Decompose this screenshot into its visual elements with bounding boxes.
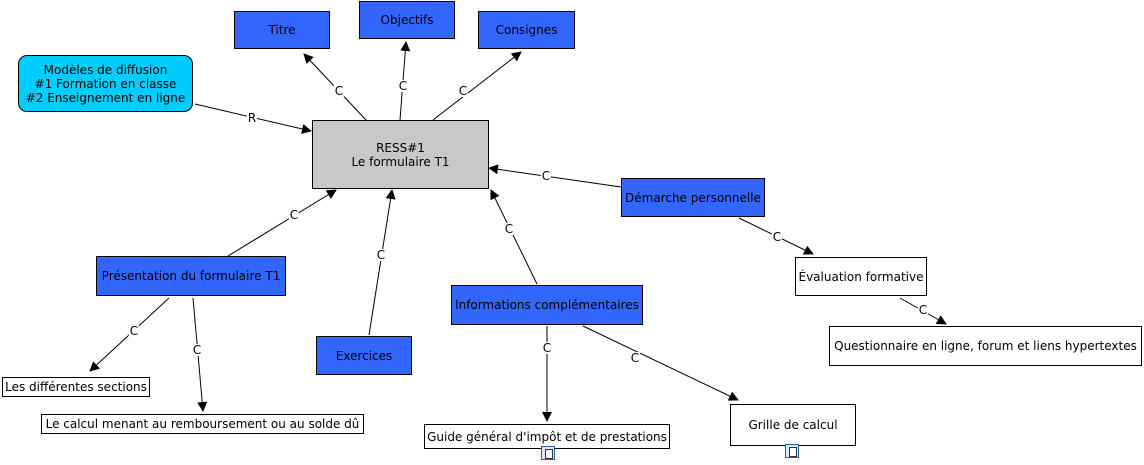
document-icon[interactable]	[785, 444, 799, 458]
link-label-center-objectifs: C	[397, 79, 409, 93]
node-exercices[interactable]: Exercices	[316, 336, 412, 375]
link-demarche-center	[488, 164, 622, 188]
node-titre[interactable]: Titre	[234, 11, 330, 49]
link-label-evaluation-questionnaire: C	[917, 303, 929, 317]
node-presentation-formulaire[interactable]: Présentation du formulaire T1	[96, 256, 286, 296]
link-label-presentation-center: C	[288, 208, 300, 222]
node-grille-calcul[interactable]: Grille de calcul	[730, 404, 856, 446]
link-label-exercices-center: C	[375, 248, 387, 262]
link-label-demarche-center: C	[540, 169, 552, 183]
node-modeles-diffusion[interactable]: Modèles de diffusion #1 Formation en cla…	[18, 55, 193, 112]
node-informations-complementaires[interactable]: Informations complémentaires	[451, 285, 643, 325]
link-informations-grille	[582, 325, 739, 401]
link-label-presentation-calcul: C	[191, 343, 203, 357]
link-label-informations-grille: C	[629, 351, 641, 365]
link-label-center-titre: C	[333, 84, 345, 98]
node-demarche-personnelle[interactable]: Démarche personnelle	[621, 178, 765, 217]
link-label-center-consignes: C	[457, 84, 469, 98]
node-objectifs[interactable]: Objectifs	[359, 1, 455, 39]
node-differentes-sections[interactable]: Les différentes sections	[2, 377, 150, 397]
node-questionnaire[interactable]: Questionnaire en ligne, forum et liens h…	[829, 326, 1142, 366]
node-consignes[interactable]: Consignes	[478, 11, 575, 49]
node-evaluation-formative[interactable]: Évaluation formative	[795, 257, 927, 296]
link-label-modeles-center: R	[246, 111, 258, 125]
link-center-consignes	[432, 51, 522, 121]
node-calcul-remboursement[interactable]: Le calcul menant au remboursement ou au …	[41, 414, 364, 434]
node-guide-general[interactable]: Guide général d'impôt et de prestations	[424, 424, 670, 449]
link-informations-center	[490, 189, 538, 285]
link-exercices-center	[368, 189, 396, 336]
document-icon[interactable]	[541, 446, 555, 460]
link-label-informations-guide: C	[541, 341, 553, 355]
node-center[interactable]: RESS#1 Le formulaire T1	[312, 120, 489, 189]
link-label-demarche-evaluation: C	[771, 230, 783, 244]
link-label-presentation-sections: C	[128, 324, 140, 338]
link-presentation-center	[227, 189, 337, 257]
link-label-informations-center: C	[503, 222, 515, 236]
